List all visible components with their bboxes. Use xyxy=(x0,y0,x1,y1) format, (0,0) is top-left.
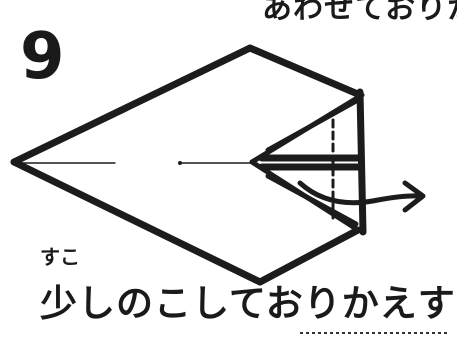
lower-right-edge xyxy=(260,230,358,282)
center-crease xyxy=(20,161,250,165)
folded-flap xyxy=(252,92,363,232)
upper-right-edge xyxy=(250,48,360,95)
center-point xyxy=(178,161,182,165)
instruction-caption: 少しのこしておりかえす xyxy=(40,282,456,325)
step-number: 9 xyxy=(20,20,65,94)
top-caption-cropped: あわせておりかえす xyxy=(262,0,457,26)
caption-furigana: すこ xyxy=(40,245,80,269)
